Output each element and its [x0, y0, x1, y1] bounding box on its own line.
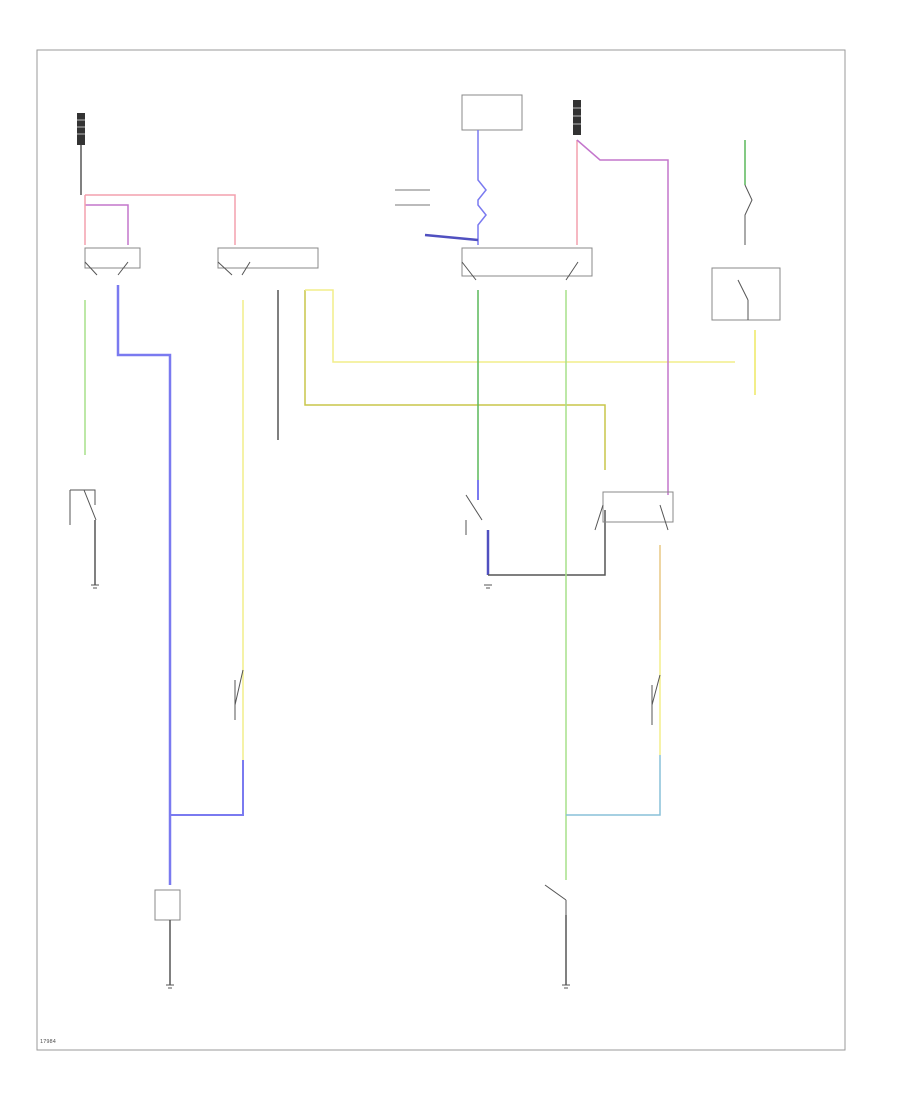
relay-switch-a	[84, 261, 129, 276]
switch-mid-left	[234, 669, 244, 720]
diagram-frame	[36, 49, 846, 1051]
ground-bottom-left	[166, 984, 174, 989]
fuse-middle-box	[461, 94, 523, 131]
door-switch-left	[69, 489, 97, 525]
relay-driver-right	[217, 247, 319, 269]
connector-middle-left	[395, 189, 430, 206]
footer-code: 17984	[40, 1039, 56, 1045]
fuse-right-ticks	[573, 107, 581, 125]
wire-blue-middle	[477, 130, 487, 245]
switch-box-far-right	[711, 267, 781, 321]
wire-blue-long	[116, 285, 172, 885]
wire-violet-right	[576, 139, 669, 495]
fuse-left	[77, 113, 85, 145]
relay-passenger-switch	[461, 261, 579, 281]
relay-passenger-lower-switch	[594, 504, 669, 531]
ground-bottom-right	[562, 984, 570, 989]
ground-left-top	[91, 584, 99, 589]
wire-yellow-dark-long	[304, 290, 606, 470]
switch-far-right-contact	[737, 279, 749, 320]
switch-bottom-right	[544, 884, 567, 915]
wire-blue-stub	[424, 233, 479, 242]
wire-blue-join	[170, 760, 244, 816]
relay-passenger-lower	[602, 491, 674, 523]
ground-middle	[484, 584, 492, 589]
switch-box-bottom-left	[154, 889, 181, 921]
relay-switch-b	[217, 261, 251, 276]
fuse-right	[573, 100, 581, 135]
wire-black-loop	[488, 510, 606, 576]
switch-far-right-top	[744, 184, 753, 245]
wire-violet-left	[85, 204, 129, 245]
fuse-left-ticks	[77, 119, 85, 135]
switch-right-mid	[651, 674, 661, 725]
switch-middle-door	[465, 494, 483, 535]
wire-pink-left	[85, 194, 236, 245]
relay-passenger	[461, 247, 593, 277]
wire-teal-right	[566, 755, 661, 816]
wire-yellow-long	[305, 289, 735, 363]
relay-driver-left	[84, 247, 141, 269]
